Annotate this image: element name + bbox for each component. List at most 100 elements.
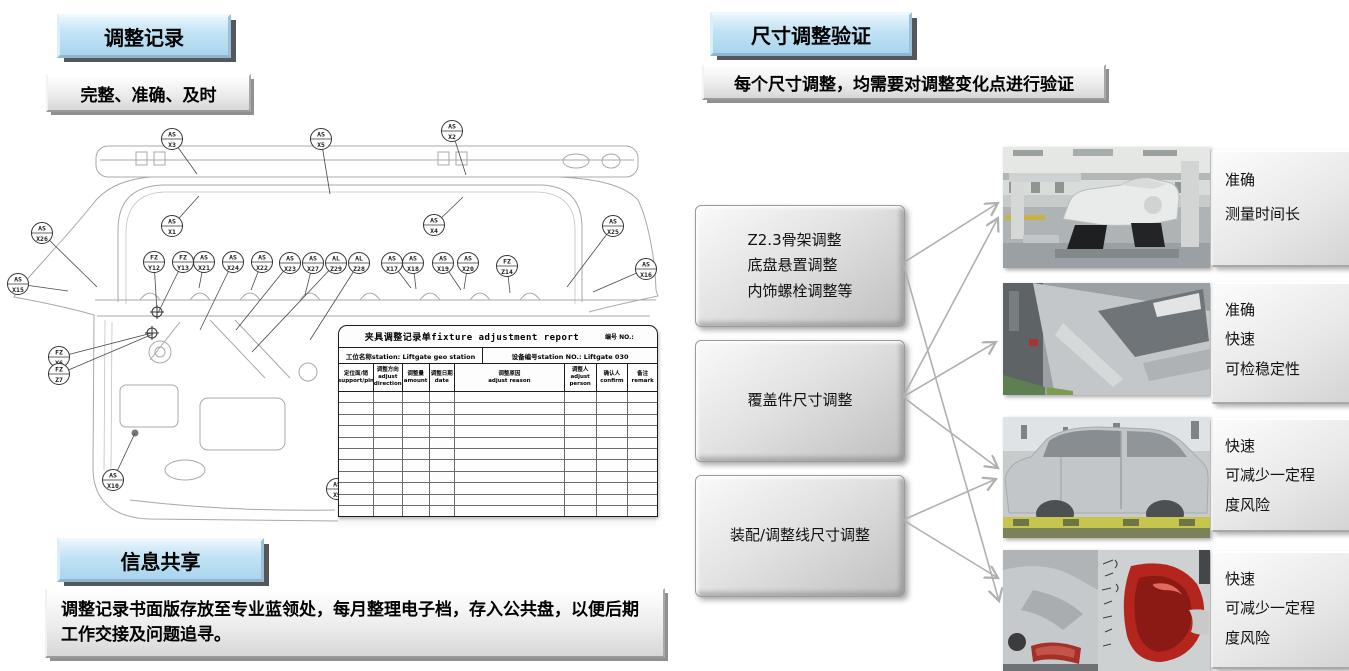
flow-arrow: [902, 396, 998, 468]
report-number-label: 编号 NO.:: [605, 334, 634, 341]
report-empty-row: [339, 483, 657, 495]
diagram-callout-AS-X16: AS X16: [592, 258, 657, 293]
diagram-callout-FZ-Z14: FZ Z14: [496, 255, 518, 294]
svg-text:AS: AS: [464, 255, 472, 263]
svg-text:X16: X16: [640, 271, 652, 279]
subtitle-complete-accurate-timely: 完整、准确、及时: [46, 74, 251, 112]
svg-text:AS: AS: [317, 131, 325, 139]
svg-text:X4: X4: [430, 227, 438, 235]
svg-text:AS: AS: [258, 254, 266, 262]
svg-text:X15: X15: [12, 286, 24, 294]
svg-text:AS: AS: [333, 481, 341, 489]
svg-text:X17: X17: [386, 265, 398, 273]
section-header-adjustment-record: 调整记录: [57, 14, 231, 58]
svg-text:AS: AS: [168, 218, 176, 226]
svg-text:AS: AS: [430, 217, 438, 225]
photo-cmm-measurement: [1003, 147, 1210, 268]
diagram-callout-AS-X10: AS X10: [102, 432, 136, 491]
svg-text:AS: AS: [409, 255, 417, 263]
svg-text:Y6: Y6: [55, 359, 63, 367]
section-header-dimension-verification: 尺寸调整验证: [710, 12, 912, 56]
photo-checking-fixture-image: [1003, 283, 1210, 395]
report-empty-row: [339, 505, 657, 517]
svg-text:X22: X22: [256, 264, 268, 272]
report-empty-row: [339, 392, 657, 404]
liftgate-technical-diagram: ASX3ASX5ASX2ASX1ASX4ASX26ASX15ASX25ASX16…: [7, 120, 659, 522]
svg-text:FZ: FZ: [55, 349, 63, 357]
svg-text:AS: AS: [109, 472, 117, 480]
svg-text:Z29: Z29: [330, 265, 342, 273]
svg-text:AS: AS: [642, 261, 650, 269]
svg-text:Z14: Z14: [501, 268, 513, 276]
svg-text:Z28: Z28: [353, 265, 365, 273]
flow-box-frame-adjustment: Z2.3骨架调整 底盘悬置调整 内饰螺栓调整等: [695, 205, 905, 327]
result-label-cmm: 准确 测量时间长: [1211, 150, 1349, 267]
report-title: 夹具调整记录单fixture adjustment report: [364, 333, 580, 343]
flow-box-assembly-line-adjustment: 装配/调整线尺寸调整: [695, 475, 905, 597]
svg-text:X2: X2: [448, 133, 456, 141]
report-empty-row: [339, 494, 657, 506]
svg-text:Y12: Y12: [148, 264, 160, 272]
diagram-callout-FZ-Y6: FZ Y6: [48, 332, 153, 368]
svg-text:X26: X26: [36, 235, 48, 243]
diagram-callout-layer: ASX3ASX5ASX2ASX1ASX4ASX26ASX15ASX25ASX16…: [7, 120, 657, 500]
diagram-callout-AS-X22: AS X22: [250, 251, 273, 291]
svg-text:AS: AS: [286, 255, 294, 263]
flow-arrow: [902, 519, 998, 578]
photo-car-side-body-image: [1003, 417, 1210, 538]
svg-text:AS: AS: [609, 218, 617, 226]
liftgate-outline: [13, 145, 659, 522]
svg-text:X19: X19: [437, 265, 449, 273]
svg-text:AS: AS: [229, 254, 237, 262]
flow-arrow: [902, 479, 996, 521]
result-label-taillight: 快速 可减少一定程 度风险: [1211, 551, 1349, 669]
flow-arrow: [902, 342, 996, 398]
svg-text:Z7: Z7: [55, 376, 63, 384]
svg-text:FZ: FZ: [503, 258, 511, 266]
svg-text:AS: AS: [448, 123, 456, 131]
report-empty-row: [339, 426, 657, 438]
svg-text:X9: X9: [333, 491, 341, 499]
diagram-callout-AS-X19: AS X19: [432, 252, 462, 291]
report-empty-row: [339, 414, 657, 427]
result-label-checking-fixture: 准确 快速 可检稳定性: [1211, 282, 1349, 404]
leader-target-crosshairs: [145, 305, 164, 340]
svg-text:X5: X5: [317, 141, 325, 149]
report-station-number: 设备编号station NO.: Liftgate 030: [511, 352, 629, 361]
diagram-callout-AS-X4: AS X4: [423, 196, 464, 236]
svg-text:X24: X24: [227, 264, 239, 272]
svg-text:FZ: FZ: [55, 366, 63, 374]
svg-text:AS: AS: [439, 255, 447, 263]
photo-rear-taillight-image: [1003, 550, 1210, 671]
flow-arrow: [902, 218, 998, 398]
report-title-row: 夹具调整记录单fixture adjustment report 编号 NO.:: [339, 326, 657, 348]
diagram-callout-AS-X5: AS X5: [310, 128, 332, 195]
verification-subtitle-box: 每个尺寸调整，均需要对调整变化点进行验证: [702, 64, 1106, 100]
svg-text:AS: AS: [309, 255, 317, 263]
svg-text:FZ: FZ: [179, 254, 187, 262]
svg-text:AS: AS: [200, 254, 208, 262]
report-empty-row: [339, 403, 657, 415]
flow-arrow: [902, 203, 998, 264]
report-empty-row: [339, 437, 657, 449]
svg-text:X25: X25: [607, 228, 619, 236]
svg-text:X3: X3: [168, 141, 176, 149]
result-label-car-side: 快速 可减少一定程 度风险: [1211, 418, 1349, 532]
fixture-adjustment-report-table: 夹具调整记录单fixture adjustment report 编号 NO.:…: [338, 325, 658, 518]
svg-text:X23: X23: [284, 265, 296, 273]
svg-text:X10: X10: [107, 482, 119, 490]
